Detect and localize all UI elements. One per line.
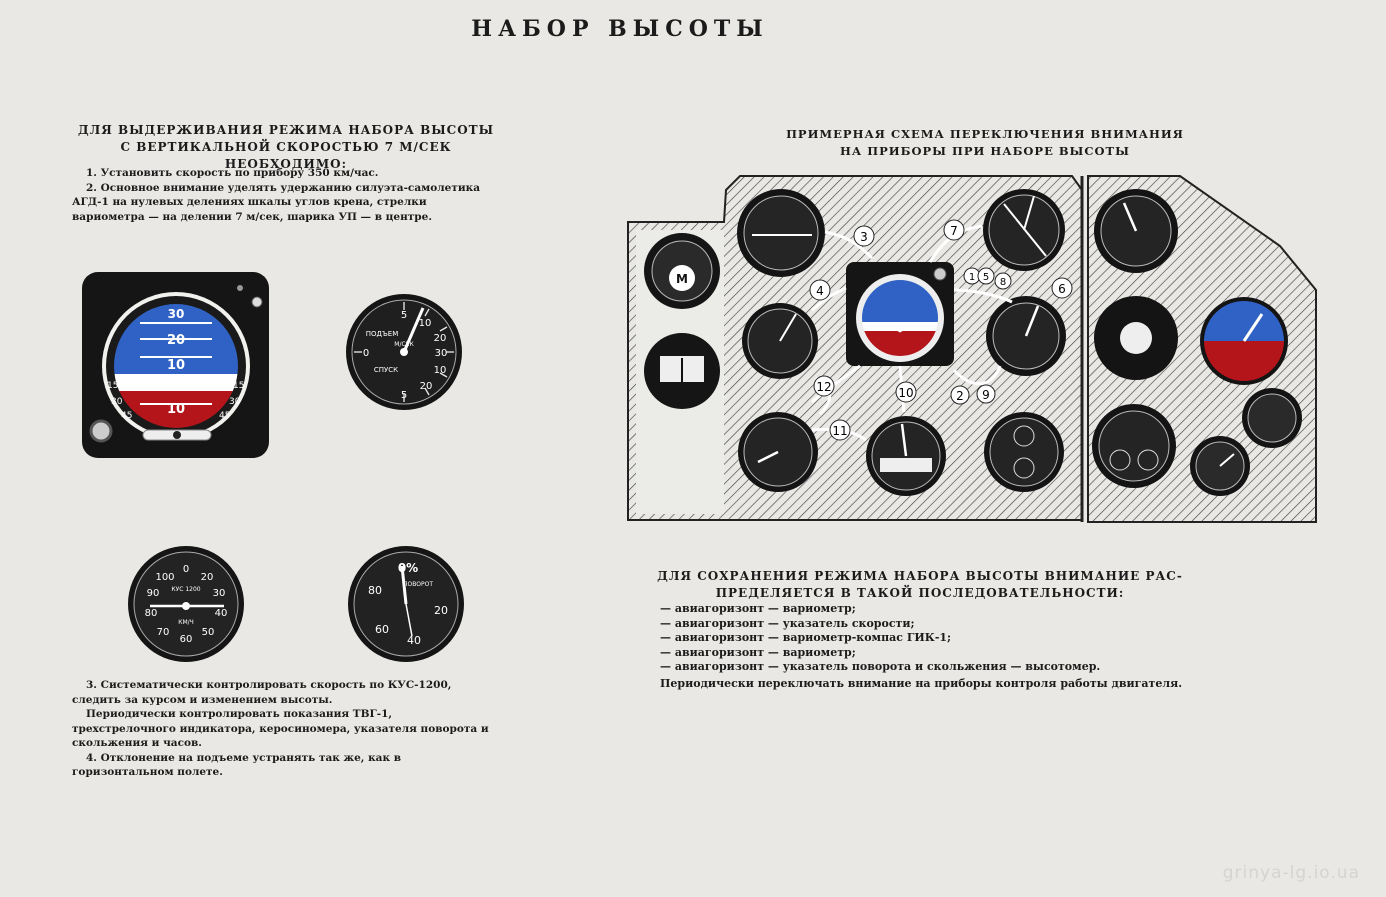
callout: 5: [983, 272, 989, 283]
screw-icon: [251, 296, 263, 308]
page-title: НАБОР ВЫСОТЫ: [471, 16, 769, 42]
vario-scale-mark: 30: [435, 348, 448, 359]
kus-scale-mark: 80: [145, 608, 158, 619]
vario-scale-mark: 20: [420, 381, 433, 392]
horizon-mark: 10: [167, 358, 185, 373]
variometer: 5 10 20 30 0 10 20 5 ПОДЪЕМ М/СЕК СПУСК: [346, 294, 462, 410]
callout: 8: [1000, 277, 1006, 288]
kus-scale-mark: 100: [155, 572, 174, 583]
callout: 7: [950, 224, 958, 238]
watermark: grinya-lg.io.ua: [1222, 863, 1360, 883]
callout: 12: [816, 380, 831, 394]
sequence-item: — авиагоризонт — вариометр;: [660, 602, 856, 615]
step-periodic: Периодически контролировать показания ТВ…: [72, 708, 489, 749]
callout-group: 1 2 3 4 5 6 7 8 9 10 11 12: [809, 219, 1073, 441]
kus-scale-mark: 30: [213, 588, 226, 599]
scheme-heading-line: ПРИМЕРНАЯ СХЕМА ПЕРЕКЛЮЧЕНИЯ ВНИМАНИЯ: [786, 127, 1184, 141]
sequence-heading-line: ДЛЯ СОХРАНЕНИЯ РЕЖИМА НАБОРА ВЫСОТЫ ВНИМ…: [657, 569, 1183, 583]
svg-text:М: М: [676, 272, 688, 286]
callout: 3: [860, 230, 868, 244]
kus-scale-mark: 60: [180, 634, 193, 645]
scheme-heading: ПРИМЕРНАЯ СХЕМА ПЕРЕКЛЮЧЕНИЯ ВНИМАНИЯ НА…: [760, 126, 1210, 160]
scheme-heading-line: НА ПРИБОРЫ ПРИ НАБОРЕ ВЫСОТЫ: [840, 144, 1130, 158]
turn-slip-indicator: 0% 20 40 60 80 ПОВОРОТ: [348, 546, 464, 662]
vario-scale-mark: 5: [401, 390, 407, 401]
callout: 6: [1058, 282, 1066, 296]
callout: 10: [898, 386, 913, 400]
vario-scale-mark: 10: [434, 365, 447, 376]
sequence-item: — авиагоризонт — вариометр;: [660, 645, 856, 659]
sequence-note: Периодически переключать внимание на при…: [660, 676, 1183, 690]
turn-scale-mark: 60: [375, 623, 389, 636]
vario-scale-mark: 10: [419, 318, 432, 329]
vario-scale-mark: 0: [363, 348, 369, 359]
kus-scale-mark: 0: [183, 564, 189, 575]
kus-scale-mark: 90: [147, 588, 160, 599]
step-3: 3. Систематически контролировать скорост…: [72, 679, 452, 706]
sequence-item: — авиагоризонт — указатель поворота и ск…: [660, 660, 1101, 673]
callout: 11: [832, 424, 847, 438]
vario-label-up: ПОДЪЕМ: [366, 330, 399, 338]
turn-scale-mark: 40: [407, 634, 421, 647]
vario-label-unit: М/СЕК: [394, 341, 414, 348]
bank-mark: 15: [107, 381, 118, 391]
aircraft-symbol: [140, 379, 212, 388]
callout: 2: [956, 389, 964, 403]
kus-scale-mark: 50: [202, 627, 215, 638]
sequence-list: — авиагоризонт — вариометр; — авиагоризо…: [660, 602, 1220, 691]
bank-mark: 45: [219, 411, 230, 421]
turn-needle: [400, 565, 408, 605]
kus-scale-mark: 40: [215, 608, 228, 619]
attitude-indicator: 30 20 10 10 15 30 45 15 30 45: [82, 272, 269, 458]
turn-label: ПОВОРОТ: [403, 581, 433, 588]
turn-scale-mark: 80: [368, 584, 382, 597]
callout: 4: [816, 284, 824, 298]
left-heading-line: С ВЕРТИКАЛЬНОЙ СКОРОСТЬЮ 7 м/сек НЕОБХОД…: [120, 140, 452, 171]
adjust-knob-icon: [89, 419, 113, 443]
sequence-item: — авиагоризонт — указатель скорости;: [660, 616, 915, 630]
left-steps: 1. Установить скорость по прибору 350 км…: [72, 166, 492, 224]
vario-needle: [402, 307, 425, 353]
step-1: 1. Установить скорость по прибору 350 км…: [86, 167, 379, 179]
horizon-mark: 10: [167, 402, 185, 417]
instrument-panel-scheme: М: [627, 175, 1317, 523]
horizon-mark: 20: [167, 333, 185, 348]
step-2: 2. Основное внимание уделять удержанию с…: [72, 181, 481, 223]
sequence-heading-line: ПРЕДЕЛЯЕТСЯ В ТАКОЙ ПОСЛЕДОВАТЕЛЬНОСТИ:: [715, 586, 1125, 600]
kus-scale-mark: 70: [157, 627, 170, 638]
turn-scale-mark: 20: [434, 604, 448, 617]
kus-scale-mark: 20: [201, 572, 214, 583]
horizon-mark: 30: [168, 307, 185, 321]
step-4: 4. Отклонение на подъеме устранять так ж…: [72, 751, 402, 779]
kus-label: КУС 1200: [171, 586, 200, 593]
callout: 9: [982, 388, 990, 402]
vario-scale-mark: 5: [401, 310, 407, 321]
bank-mark: 30: [111, 397, 123, 407]
left-heading-line: ДЛЯ ВЫДЕРЖИВАНИЯ РЕЖИМА НАБОРА ВЫСОТЫ: [77, 123, 495, 137]
vario-label-down: СПУСК: [374, 366, 398, 374]
bank-mark: 30: [229, 397, 241, 407]
callout: 1: [969, 272, 975, 283]
bank-mark: 15: [233, 381, 244, 391]
kus-unit: КМ/Ч: [178, 619, 194, 626]
bottom-steps: 3. Систематически контролировать скорост…: [72, 678, 492, 780]
vario-scale-mark: 20: [434, 333, 447, 344]
sequence-item: — авиагоризонт — вариометр-компас ГИК-1;: [660, 631, 952, 644]
bank-mark: 45: [121, 411, 132, 421]
airspeed-indicator: 100 0 20 90 30 80 40 70 50 60 КУС 1200 К…: [128, 546, 244, 662]
left-heading: ДЛЯ ВЫДЕРЖИВАНИЯ РЕЖИМА НАБОРА ВЫСОТЫ С …: [76, 122, 496, 173]
sequence-heading: ДЛЯ СОХРАНЕНИЯ РЕЖИМА НАБОРА ВЫСОТЫ ВНИМ…: [640, 568, 1200, 602]
